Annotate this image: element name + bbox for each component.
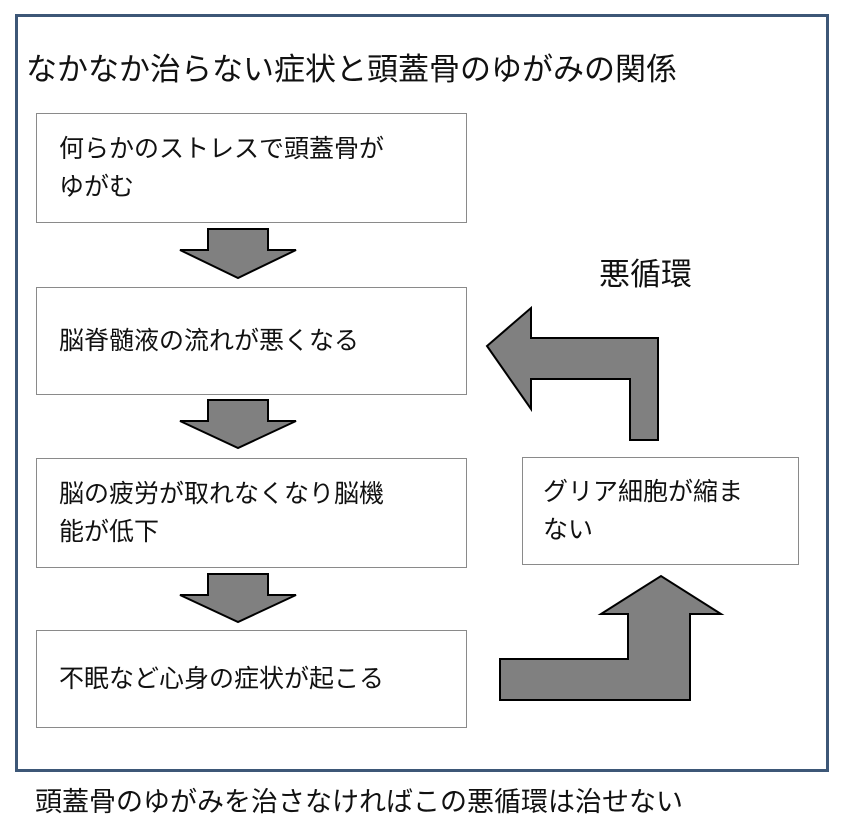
step-box-distortion: 何らかのストレスで頭蓋骨が ゆがむ	[36, 113, 467, 223]
step-box-symptoms: 不眠など心身の症状が起こる	[36, 630, 467, 728]
side-text-line: グリア細胞が縮ま	[543, 477, 744, 506]
down-arrow-icon	[179, 399, 297, 450]
step-box-brain-fatigue: 脳の疲労が取れなくなり脳機 能が低下	[36, 458, 467, 568]
bent-up-arrow-icon	[499, 574, 725, 701]
bent-left-arrow-icon	[485, 305, 659, 441]
step-box-csf-flow: 脳脊髄液の流れが悪くなる	[36, 287, 467, 395]
step-text-line: 能が低下	[59, 517, 160, 546]
footer-caption: 頭蓋骨のゆがみを治さなければこの悪循環は治せない	[35, 787, 683, 818]
step-text-line: ゆがむ	[59, 172, 135, 201]
step-text-line: 不眠など心身の症状が起こる	[59, 664, 385, 693]
down-arrow-icon	[179, 573, 297, 624]
vicious-cycle-label: 悪循環	[599, 257, 692, 293]
down-arrow-icon	[179, 228, 297, 280]
side-text-line: ない	[543, 515, 594, 544]
step-text-line: 脳脊髄液の流れが悪くなる	[59, 326, 360, 355]
side-box-glial-cells: グリア細胞が縮ま ない	[522, 457, 799, 565]
diagram-title: なかなか治らない症状と頭蓋骨のゆがみの関係	[26, 52, 677, 88]
step-text-line: 何らかのストレスで頭蓋骨が	[59, 134, 385, 163]
step-text-line: 脳の疲労が取れなくなり脳機	[59, 479, 385, 508]
